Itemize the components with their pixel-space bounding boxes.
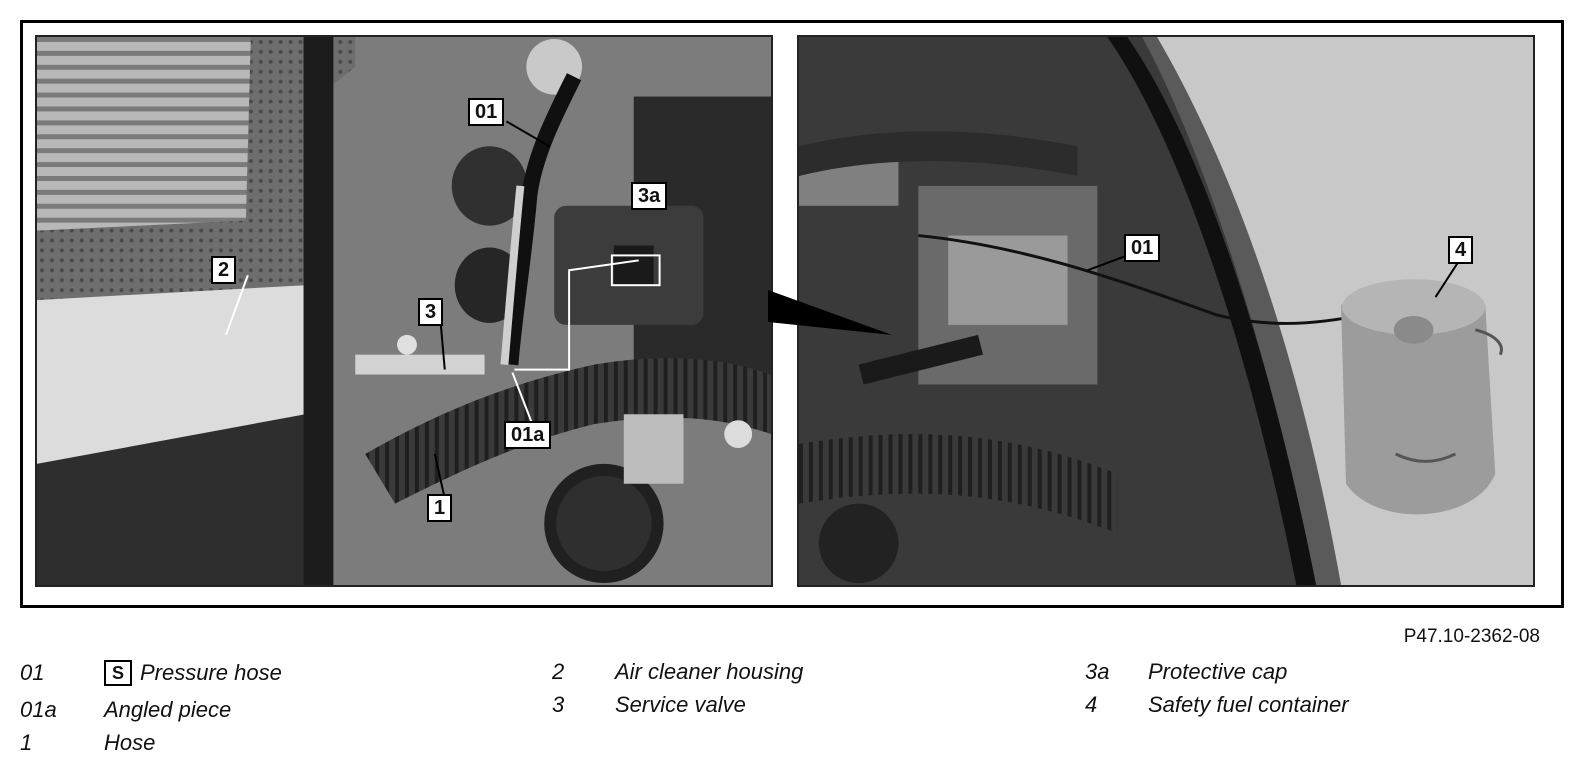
legend-key: 2 bbox=[552, 659, 565, 684]
legend-label: Pressure hose bbox=[140, 660, 282, 685]
callout-2: 2 bbox=[211, 256, 237, 284]
figure-reference: P47.10-2362-08 bbox=[1403, 626, 1540, 647]
callout-1: 1 bbox=[427, 494, 453, 522]
callout-3: 3 bbox=[418, 298, 444, 326]
legend-item: 3 Service valve bbox=[552, 692, 746, 718]
legend-item: 01 S Pressure hose bbox=[20, 660, 282, 686]
legend-label: Protective cap bbox=[1148, 659, 1288, 684]
legend-item: 01a Angled piece bbox=[20, 697, 231, 723]
legend-key: 1 bbox=[20, 730, 33, 755]
figure-frame bbox=[20, 20, 1564, 608]
engine-photo-left bbox=[35, 35, 773, 587]
callout-01-left: 01 bbox=[468, 98, 505, 126]
legend-label: Service valve bbox=[615, 692, 746, 717]
legend-key: 01 bbox=[20, 660, 45, 685]
callout-01a: 01a bbox=[504, 421, 552, 449]
engine-photo-right-drawing bbox=[799, 37, 1533, 585]
callout-3a: 3a bbox=[631, 182, 668, 210]
legend-key: 3a bbox=[1085, 659, 1110, 684]
legend-item: 4 Safety fuel container bbox=[1085, 692, 1349, 718]
legend-key: 4 bbox=[1085, 692, 1098, 717]
special-tool-icon: S bbox=[104, 660, 132, 686]
legend-key: 01a bbox=[20, 697, 57, 722]
callout-4: 4 bbox=[1448, 236, 1474, 264]
engine-photo-left-drawing bbox=[37, 37, 771, 585]
legend-label: Air cleaner housing bbox=[615, 659, 804, 684]
legend-label: Hose bbox=[104, 730, 156, 755]
engine-photo-right bbox=[797, 35, 1535, 587]
legend-label: Safety fuel container bbox=[1148, 692, 1349, 717]
legend-item: 1 Hose bbox=[20, 730, 155, 756]
legend-item: 2 Air cleaner housing bbox=[552, 659, 803, 685]
legend-key: 3 bbox=[552, 692, 565, 717]
legend-label: Angled piece bbox=[104, 697, 232, 722]
callout-01-right: 01 bbox=[1124, 234, 1161, 262]
legend-item: 3a Protective cap bbox=[1085, 659, 1287, 685]
